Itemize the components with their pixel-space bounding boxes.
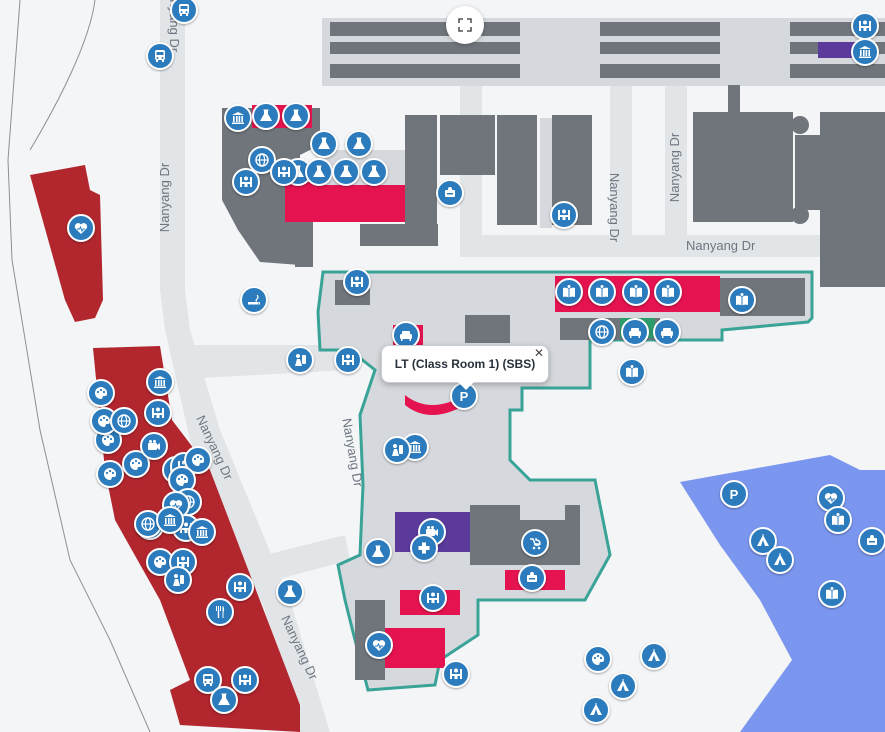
help-point-icon[interactable] (383, 436, 411, 464)
health-icon[interactable] (67, 214, 95, 242)
museum-icon[interactable] (146, 368, 174, 396)
lecture-theatre-icon[interactable] (144, 399, 172, 427)
lab-icon[interactable] (276, 578, 304, 606)
lecture-theatre-icon[interactable] (334, 346, 362, 374)
lab-icon[interactable] (332, 158, 360, 186)
bus-stop-icon[interactable] (170, 0, 198, 24)
museum-icon[interactable] (224, 104, 252, 132)
vending-icon[interactable] (518, 564, 546, 592)
study-lounge-icon[interactable] (392, 321, 420, 349)
library-icon[interactable] (622, 278, 650, 306)
lab-icon[interactable] (282, 102, 310, 130)
sports-icon[interactable] (582, 696, 610, 724)
lecture-theatre-icon[interactable] (851, 12, 879, 40)
lecture-theatre-icon[interactable] (231, 666, 259, 694)
vending-icon[interactable] (858, 527, 885, 555)
popup-title: LT (Class Room 1) (SBS) (394, 357, 536, 371)
lab-icon[interactable] (364, 538, 392, 566)
sports-icon[interactable] (766, 546, 794, 574)
library-icon[interactable] (654, 278, 682, 306)
art-icon[interactable] (184, 446, 212, 474)
art-icon[interactable] (584, 645, 612, 673)
lecture-theatre-icon[interactable] (419, 584, 447, 612)
globe-icon[interactable] (588, 318, 616, 346)
library-icon[interactable] (818, 580, 846, 608)
library-icon[interactable] (728, 286, 756, 314)
lab-icon[interactable] (210, 686, 238, 714)
sports-hall-zone[interactable] (30, 165, 103, 322)
lab-icon[interactable] (345, 130, 373, 158)
art-icon[interactable] (96, 460, 124, 488)
sports-icon[interactable] (640, 642, 668, 670)
location-popup[interactable]: LT (Class Room 1) (SBS) ✕ (381, 345, 549, 390)
sports-icon[interactable] (609, 672, 637, 700)
bus-stop-icon[interactable] (194, 666, 222, 694)
museum-icon[interactable] (851, 38, 879, 66)
lecture-theatre-icon[interactable] (343, 268, 371, 296)
lecture-theatre-icon[interactable] (442, 660, 470, 688)
road-label: Nanyang Dr (157, 162, 173, 233)
close-icon[interactable]: ✕ (533, 346, 544, 360)
library-icon[interactable] (824, 506, 852, 534)
parking-icon[interactable]: P (720, 480, 748, 508)
help-point-icon[interactable] (164, 566, 192, 594)
museum-icon[interactable] (188, 518, 216, 546)
vending-icon[interactable] (436, 179, 464, 207)
boundary-line (29, 0, 96, 151)
lecture-theatre-icon[interactable] (550, 201, 578, 229)
lab-icon[interactable] (252, 102, 280, 130)
fullscreen-icon (458, 18, 472, 32)
road-label: Nanyang Dr (686, 238, 756, 253)
lab-icon[interactable] (360, 158, 388, 186)
help-point-icon[interactable] (286, 346, 314, 374)
stroller-icon[interactable] (521, 529, 549, 557)
lecture-theatre-icon[interactable] (270, 158, 298, 186)
restaurant-icon[interactable] (206, 598, 234, 626)
video-icon[interactable] (140, 432, 168, 460)
lab-icon[interactable] (305, 158, 333, 186)
svg-text:P: P (460, 389, 469, 404)
fullscreen-button[interactable] (446, 6, 484, 44)
library-icon[interactable] (588, 278, 616, 306)
sports-icon[interactable] (749, 527, 777, 555)
health-icon[interactable] (365, 631, 393, 659)
lab-icon[interactable] (310, 130, 338, 158)
lecture-theatre-icon[interactable] (226, 573, 254, 601)
library-icon[interactable] (555, 278, 583, 306)
study-lounge-icon[interactable] (621, 318, 649, 346)
smoking-area-icon[interactable] (240, 286, 268, 314)
north-spine-block[interactable] (322, 18, 885, 86)
svg-text:P: P (730, 487, 739, 502)
north-east-building[interactable] (693, 85, 885, 287)
bus-stop-icon[interactable] (146, 42, 174, 70)
medical-icon[interactable] (410, 534, 438, 562)
museum-icon[interactable] (156, 506, 184, 534)
study-lounge-icon[interactable] (653, 318, 681, 346)
lecture-theatre-icon[interactable] (232, 168, 260, 196)
road-label: Nanyang Dr (667, 132, 683, 203)
boundary-line (7, 0, 151, 732)
art-icon[interactable] (87, 379, 115, 407)
library-icon[interactable] (618, 358, 646, 386)
globe-icon[interactable] (110, 407, 138, 435)
road-label: Nanyang Dr (607, 172, 623, 243)
